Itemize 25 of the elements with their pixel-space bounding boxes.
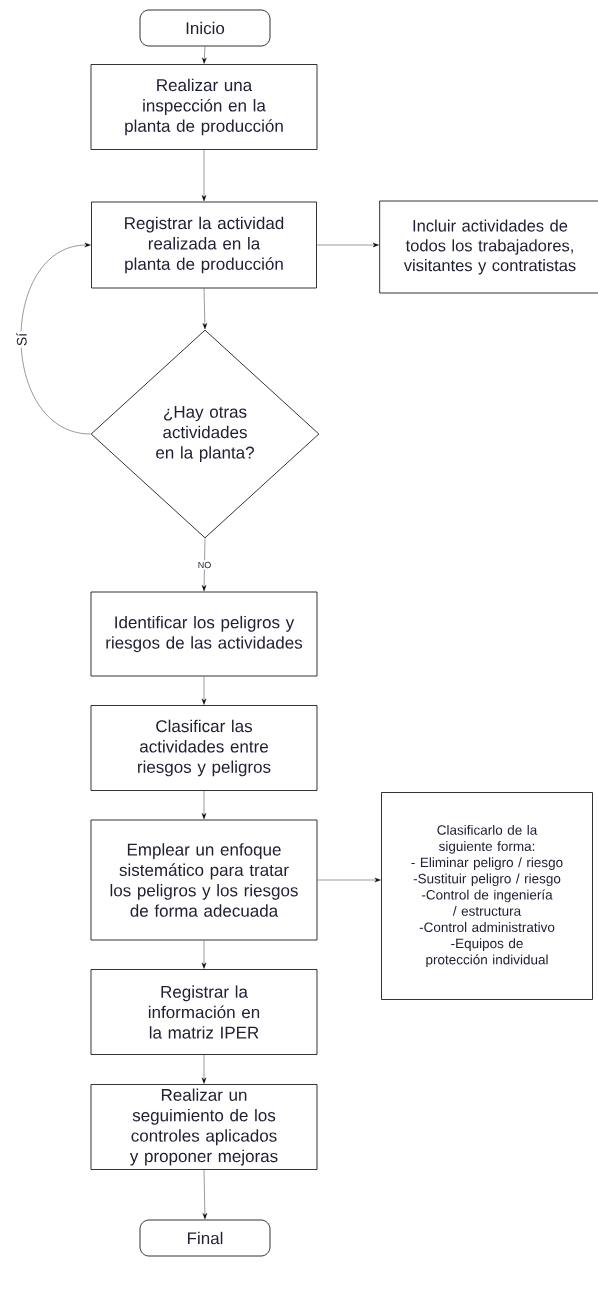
arrow xyxy=(201,676,207,705)
arrow xyxy=(202,288,208,330)
terminal-box: Inicio xyxy=(139,9,271,47)
process-box: Realizar un seguimiento de los controles aplicados y proponer mejoras xyxy=(90,1084,318,1170)
arrow xyxy=(201,149,207,202)
process-box: Registrar la actividad realizada en la planta de producción xyxy=(91,201,317,289)
arrow xyxy=(202,1169,208,1220)
arrow xyxy=(201,538,207,592)
process-box: Emplear un enfoque sistemático para tratar los peligros y los riesgos de forma adecuada xyxy=(90,819,318,941)
process-box: Identificar los peligros y riesgos de las actividades xyxy=(90,591,318,677)
arrow xyxy=(201,790,207,820)
terminal-box: Final xyxy=(139,1219,271,1257)
arrow xyxy=(202,46,207,64)
process-box: Registrar la información en la matriz IPER xyxy=(90,969,318,1055)
arrow xyxy=(20,242,91,435)
arrow xyxy=(317,877,381,883)
arrow xyxy=(316,242,379,248)
edge-label: NO xyxy=(196,560,213,570)
arrow xyxy=(201,1054,207,1084)
arrow xyxy=(201,940,207,969)
process-box: Realizar una inspección en la planta de producción xyxy=(90,64,318,150)
process-box: Clasificarlo de la siguiente forma: - Eliminar peligro / riesgo -Sustituir peligro / riesgo -Control de ingeniería / estructura -Control administrativo -Equipos de protección individual xyxy=(381,792,593,1000)
process-box: Incluir actividades de todos los trabajadores, visitantes y contratistas xyxy=(379,200,598,294)
edge-label: Sí xyxy=(14,331,29,348)
process-box: Clasificar las actividades entre riesgos y peligros xyxy=(90,705,318,791)
